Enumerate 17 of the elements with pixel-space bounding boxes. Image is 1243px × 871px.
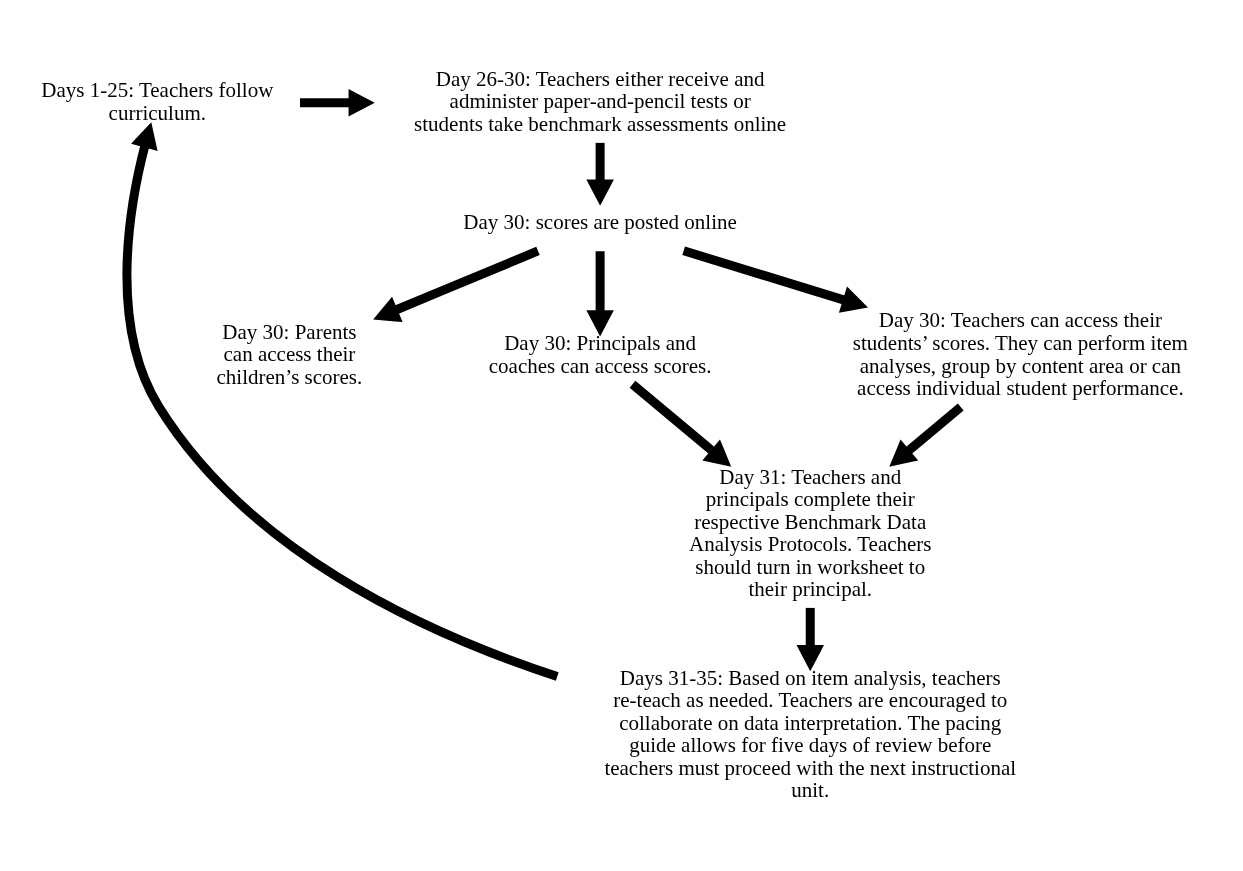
node-text: Day 30: Parents can access their children’s scores. [216, 319, 363, 389]
arrow [586, 250, 614, 336]
arrow [629, 380, 732, 467]
node-text: Days 1-25: Teachers follow curriculum. [41, 77, 274, 125]
arrow [889, 403, 964, 467]
node-text: Day 26-30: Teachers either receive and administer paper-and-pencil tests or students take benchmark assessments online [414, 66, 787, 136]
node-text: Day 31: Teachers and principals complete their respective Benchmark Data Analysis Protocols. Teachers should turn in worksheet to their principal. [688, 464, 932, 601]
arrow [586, 142, 614, 206]
arrow [796, 607, 824, 671]
node-text: Day 30: scores are posted online [463, 209, 737, 234]
node-text: Day 30: Teachers can access their students’ scores. They can perform item analyses, group by content area or can access individual student performance. [852, 307, 1188, 400]
arrow [300, 88, 375, 117]
arrow [373, 246, 540, 322]
node-text: Day 30: Principals and coaches can access scores. [488, 330, 712, 378]
node-text: Days 31-35: Based on item analysis, teachers re-teach as needed. Teachers are encouraged to collaborate on data interpretation. The pacing guide allows for five days of review before teachers must proceed with the next instructional unit. [604, 665, 1017, 802]
arrow [682, 245, 868, 313]
arrow [122, 121, 559, 681]
